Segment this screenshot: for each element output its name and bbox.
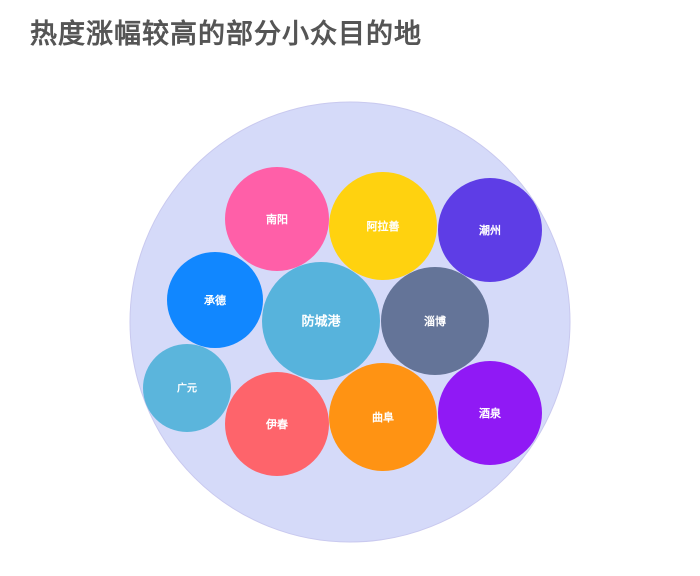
- bubble-label: 潮州: [479, 223, 501, 237]
- bubble-5[interactable]: [262, 262, 380, 380]
- bubble-9[interactable]: [329, 363, 437, 471]
- bubble-label: 南阳: [266, 212, 288, 226]
- bubble-1[interactable]: [225, 167, 329, 271]
- bubble-label: 伊春: [265, 417, 289, 431]
- bubble-7[interactable]: [143, 344, 231, 432]
- bubble-8[interactable]: [225, 372, 329, 476]
- bubble-4[interactable]: [167, 252, 263, 348]
- chart-title: 热度涨幅较高的部分小众目的地: [30, 19, 422, 50]
- bubble-6[interactable]: [381, 267, 489, 375]
- bubble-10[interactable]: [438, 361, 542, 465]
- bubble-label: 曲阜: [372, 410, 394, 424]
- bubble-label: 阿拉善: [367, 219, 400, 233]
- bubble-2[interactable]: [329, 172, 437, 280]
- bubble-label: 防城港: [301, 314, 341, 330]
- bubble-label: 酒泉: [479, 406, 502, 420]
- bubble-label: 淄博: [424, 314, 446, 328]
- bubble-label: 承德: [204, 293, 226, 307]
- bubble-label: 广元: [177, 382, 197, 395]
- bubble-3[interactable]: [438, 178, 542, 282]
